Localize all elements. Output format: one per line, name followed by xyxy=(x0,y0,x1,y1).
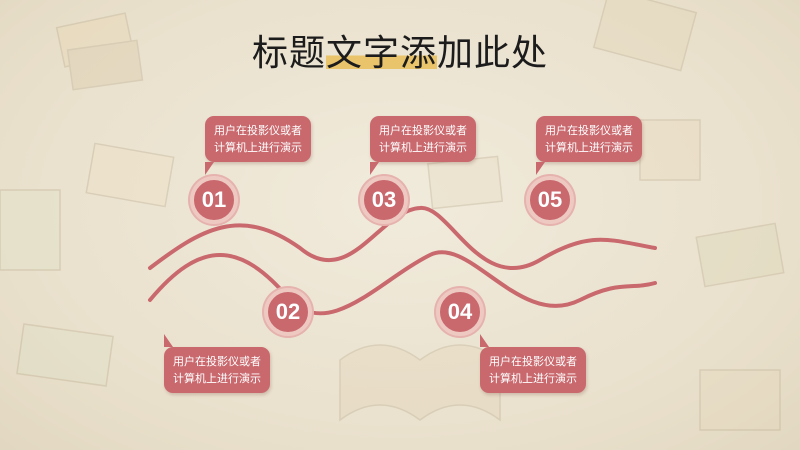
step-01-text-line2: 计算机上进行演示 xyxy=(214,141,302,154)
step-05-callout-tail xyxy=(536,162,545,175)
lower-wave-line xyxy=(148,250,657,316)
step-03-callout-tail xyxy=(370,162,379,175)
step-04-text-line1: 用户在投影仪或者 xyxy=(489,355,577,368)
step-05-text-line1: 用户在投影仪或者 xyxy=(545,124,633,137)
step-02-text-line1: 用户在投影仪或者 xyxy=(173,355,261,368)
step-02-text-line2: 计算机上进行演示 xyxy=(173,372,261,385)
upper-wave-line xyxy=(148,206,657,270)
step-03-text-line1: 用户在投影仪或者 xyxy=(379,124,467,137)
step-05-marker: 05 xyxy=(526,176,574,224)
title-suffix: 加此处 xyxy=(437,33,549,74)
title-highlight: 文字添 xyxy=(325,33,437,74)
step-01-marker: 01 xyxy=(190,176,238,224)
step-04-callout-tail xyxy=(480,334,489,347)
step-01-text-line1: 用户在投影仪或者 xyxy=(214,124,302,137)
step-04-marker: 04 xyxy=(436,288,484,336)
step-05-callout: 用户在投影仪或者 计算机上进行演示 xyxy=(536,116,642,162)
step-02-callout-tail xyxy=(164,334,173,347)
step-03-callout: 用户在投影仪或者 计算机上进行演示 xyxy=(370,116,476,162)
step-03-marker: 03 xyxy=(360,176,408,224)
step-05-text-line2: 计算机上进行演示 xyxy=(545,141,633,154)
step-01-callout-tail xyxy=(205,162,214,175)
step-02-marker: 02 xyxy=(264,288,312,336)
slide-title: 标题文字添加此处 xyxy=(0,24,800,76)
step-04-callout: 用户在投影仪或者 计算机上进行演示 xyxy=(480,347,586,393)
title-prefix: 标题 xyxy=(251,33,326,74)
step-03-text-line2: 计算机上进行演示 xyxy=(379,141,467,154)
step-02-callout: 用户在投影仪或者 计算机上进行演示 xyxy=(164,347,270,393)
step-04-text-line2: 计算机上进行演示 xyxy=(489,372,577,385)
step-01-callout: 用户在投影仪或者 计算机上进行演示 xyxy=(205,116,311,162)
